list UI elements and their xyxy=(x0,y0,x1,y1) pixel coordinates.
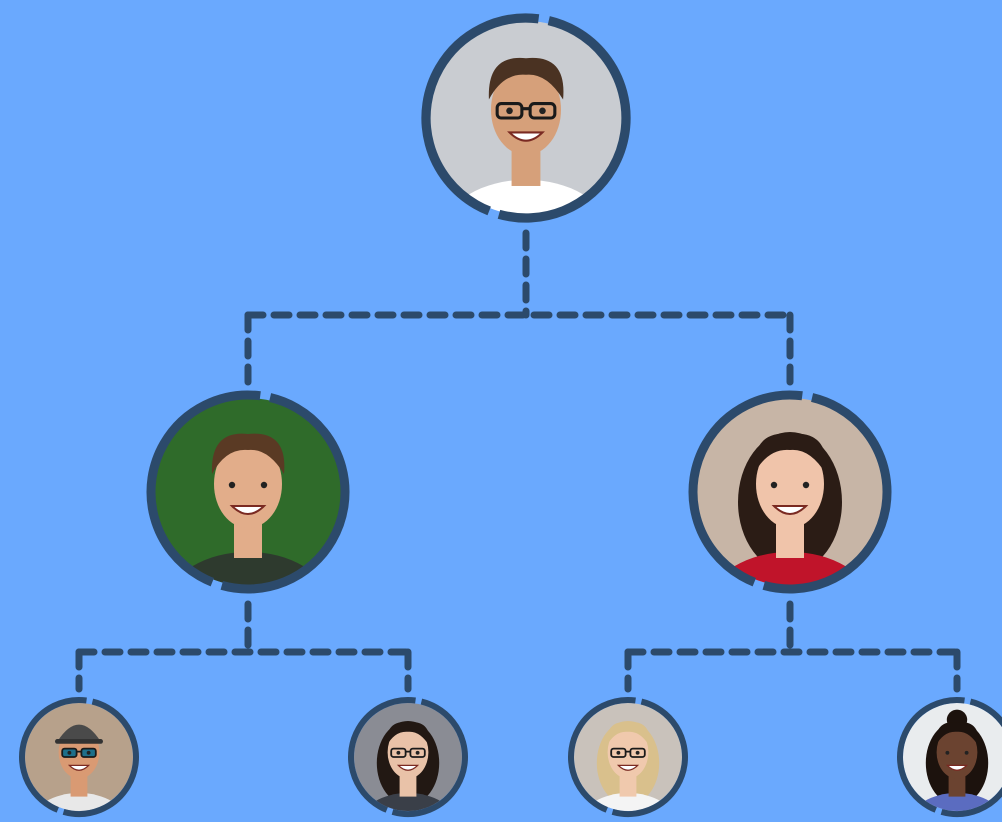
avatar-ring xyxy=(146,390,350,594)
avatar-ring xyxy=(421,13,631,223)
avatar-ring xyxy=(348,697,468,817)
org-node-right-right[interactable] xyxy=(879,679,1002,822)
avatar-ring xyxy=(568,697,688,817)
org-node-root[interactable] xyxy=(389,0,662,279)
avatar-ring xyxy=(19,697,139,817)
org-node-left-left[interactable] xyxy=(1,679,157,822)
connector-lines xyxy=(75,229,961,693)
avatar-ring xyxy=(688,390,892,594)
avatar-ring xyxy=(897,697,1002,817)
org-node-left[interactable] xyxy=(115,359,380,648)
org-node-left-right[interactable] xyxy=(330,679,486,822)
org-node-right[interactable] xyxy=(657,359,922,648)
org-node-right-left[interactable] xyxy=(550,679,706,822)
